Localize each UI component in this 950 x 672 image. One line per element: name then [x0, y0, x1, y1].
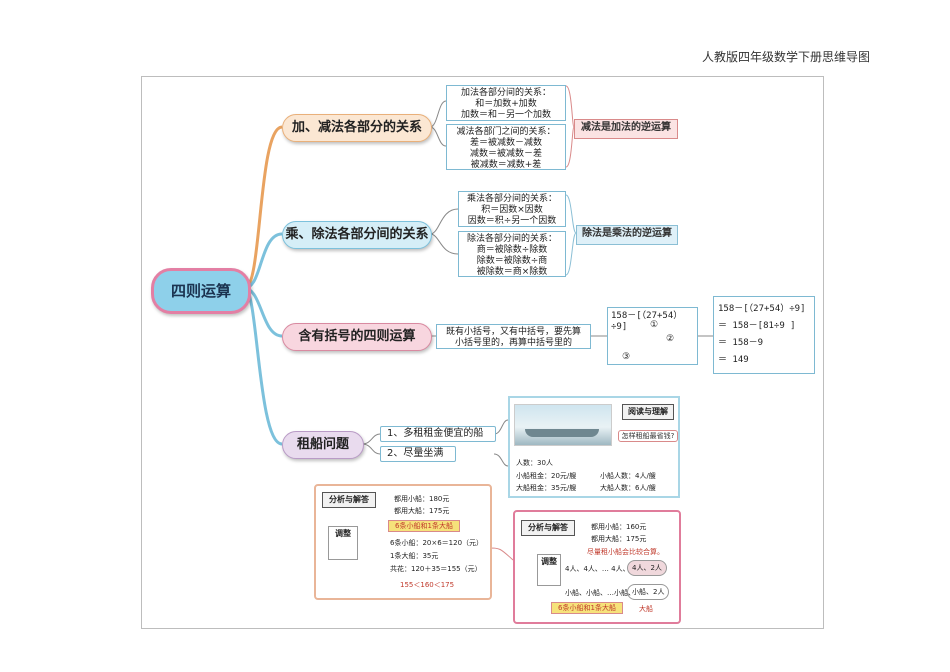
boat-photo — [514, 404, 612, 446]
expression-box: 158－[（27+54）÷9] — [607, 307, 698, 365]
step-3: ＝ 158－9 — [718, 338, 764, 348]
analysis-card-left: 分析与解答 都用小船：180元 都用大船：175元 调整 6条小船和1条大船 6… — [314, 484, 492, 600]
mark-1: ① — [650, 320, 659, 330]
right-all-big: 都用大船：175元 — [591, 535, 647, 543]
branch-mul-div: 乘、除法各部分间的关系 — [282, 221, 432, 249]
add-line-2: 和＝加数+加数 — [475, 99, 537, 109]
mul-line-3: 因数＝积÷另一个因数 — [467, 216, 557, 226]
analysis-label-right: 分析与解答 — [521, 520, 575, 536]
boat-reading-card: 阅读与理解 怎样租船最省钱? 人数：30人 小船租金：20元/艘 小船人数：4人… — [508, 396, 680, 498]
right-highlight: 6条小船和1条大船 — [551, 602, 623, 614]
subtraction-relation-box: 减法各部门之间的关系： 差＝被减数－减数 减数＝被减数－差 被减数＝减数+差 — [446, 124, 566, 170]
boat-question: 怎样租船最省钱? — [618, 430, 678, 442]
bracket-rule-line-1: 既有小括号，又有中括号，要先算 — [445, 327, 581, 337]
step-2: ＝ 158－[81÷9 ] — [718, 321, 796, 331]
small-boat-rent: 小船租金：20元/艘 — [516, 472, 577, 480]
left-highlight: 6条小船和1条大船 — [388, 520, 460, 532]
inverse-tag-subtraction: 减法是加法的逆运算 — [574, 119, 678, 139]
multiplication-relation-box: 乘法各部分间的关系： 积＝因数×因数 因数＝积÷另一个因数 — [458, 191, 566, 227]
adjust-label-right: 调整 — [537, 554, 561, 586]
right-big-boat: 大船 — [639, 605, 653, 613]
people-count: 人数：30人 — [516, 459, 553, 467]
analysis-card-right: 分析与解答 都用小船：160元 都用大船：175元 尽量租小船会比较合算。 调整… — [513, 510, 681, 624]
right-all-small: 都用小船：160元 — [591, 523, 647, 531]
branch-add-sub: 加、减法各部分的关系 — [282, 114, 432, 142]
left-calc-3: 共花：120＋35＝155（元） — [390, 565, 482, 573]
add-line-3: 加数＝和－另一个加数 — [460, 110, 551, 120]
small-boat-capacity: 小船人数：4人/艘 — [600, 472, 656, 480]
adjust-label-left: 调整 — [328, 526, 358, 560]
div-line-2: 商＝被除数÷除数 — [476, 245, 548, 255]
mul-line-1: 乘法各部分间的关系： — [466, 194, 557, 204]
expression-line: 158－[（27+54）÷9] — [611, 311, 683, 332]
left-calc-1: 6条小船：20×6＝120（元） — [390, 539, 484, 547]
sub-line-2: 差＝被减数－减数 — [469, 138, 542, 148]
boat-option-1: 1、多租租金便宜的船 — [380, 426, 496, 442]
addition-relation-box: 加法各部分间的关系： 和＝加数+加数 加数＝和－另一个加数 — [446, 85, 566, 121]
right-row-2-circle: 小船、2人 — [627, 584, 670, 600]
analysis-label-left: 分析与解答 — [322, 492, 376, 508]
left-all-big: 都用大船：175元 — [394, 507, 450, 515]
mul-line-2: 积＝因数×因数 — [481, 205, 543, 215]
left-calc-2: 1条大船：35元 — [390, 552, 439, 560]
boat-option-2: 2、尽量坐满 — [380, 446, 456, 462]
right-row-2: 小船、小船、…小船、 — [565, 589, 635, 597]
left-compare: 155＜160＜175 — [400, 581, 455, 589]
bracket-rule-box: 既有小括号，又有中括号，要先算 小括号里的，再算中括号里的 — [436, 324, 591, 349]
boat-shape-icon — [525, 429, 599, 437]
bracket-rule-line-2: 小括号里的，再算中括号里的 — [454, 338, 572, 348]
left-all-small: 都用小船：180元 — [394, 495, 450, 503]
step-4: ＝ 149 — [718, 355, 749, 365]
mark-2: ② — [666, 334, 675, 344]
div-line-3: 除数＝被除数÷商 — [476, 256, 548, 266]
right-row-1-circle: 4人、2人 — [627, 560, 667, 576]
branch-boat: 租船问题 — [282, 431, 364, 459]
steps-box: 158－[（27+54）÷9] ＝ 158－[81÷9 ] ＝ 158－9 ＝ … — [713, 296, 815, 374]
big-boat-capacity: 大船人数：6人/艘 — [600, 484, 656, 492]
sub-line-4: 被减数＝减数+差 — [470, 160, 542, 170]
right-hint: 尽量租小船会比较合算。 — [587, 548, 664, 556]
branch-brackets: 含有括号的四则运算 — [282, 323, 432, 351]
big-boat-rent: 大船租金：35元/艘 — [516, 484, 577, 492]
div-line-4: 被除数＝商×除数 — [476, 267, 548, 277]
sub-line-1: 减法各部门之间的关系： — [456, 127, 556, 137]
mark-3: ③ — [622, 352, 631, 362]
root-node: 四则运算 — [151, 268, 251, 314]
sub-line-3: 减数＝被减数－差 — [469, 149, 542, 159]
division-relation-box: 除法各部分间的关系： 商＝被除数÷除数 除数＝被除数÷商 被除数＝商×除数 — [458, 231, 566, 277]
add-line-1: 加法各部分间的关系： — [460, 88, 551, 98]
div-line-1: 除法各部分间的关系： — [466, 234, 557, 244]
right-row-1: 4人、4人、… 4人、 — [565, 565, 630, 573]
page-header: 人教版四年级数学下册思维导图 — [701, 50, 870, 64]
inverse-tag-division: 除法是乘法的逆运算 — [576, 225, 678, 245]
step-1: 158－[（27+54）÷9] — [718, 304, 806, 314]
read-understand-label: 阅读与理解 — [622, 404, 674, 420]
